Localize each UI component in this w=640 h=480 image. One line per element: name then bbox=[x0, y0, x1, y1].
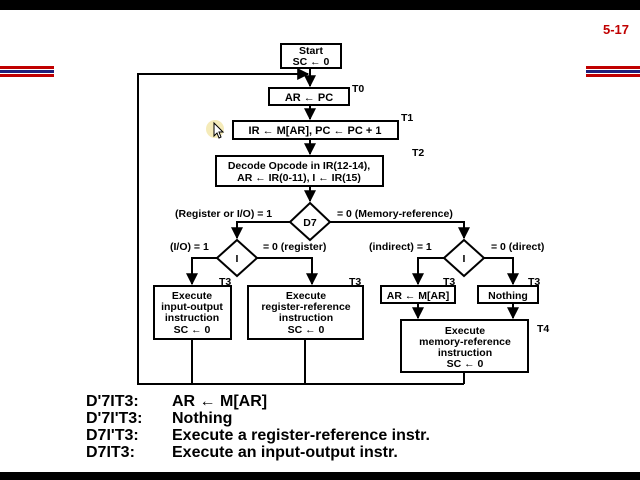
mem-box-line3: instruction bbox=[438, 347, 492, 359]
t0-box-text: AR ← PC bbox=[285, 92, 333, 104]
t1-box-text: IR ← M[AR], PC ← PC + 1 bbox=[249, 125, 382, 137]
mem-box-line2: memory-reference bbox=[419, 336, 511, 348]
i-right-left-label: (indirect) = 1 bbox=[369, 241, 432, 253]
left-stripe-navy bbox=[0, 70, 54, 73]
reg-box bbox=[247, 285, 364, 340]
i-left-left-label: (I/O) = 1 bbox=[170, 241, 209, 253]
t2-box bbox=[215, 155, 384, 187]
mem-box-line4: SC ← 0 bbox=[447, 358, 484, 370]
i-left-right-label: = 0 (register) bbox=[263, 241, 326, 253]
legend-action: Execute an input-output instr. bbox=[172, 444, 398, 461]
io-box-line3: instruction bbox=[165, 312, 219, 324]
t4-label: T4 bbox=[537, 323, 549, 335]
reg-box-line4: SC ← 0 bbox=[288, 324, 325, 336]
t1-label: T1 bbox=[401, 112, 413, 124]
t2-label: T2 bbox=[412, 147, 424, 159]
legend-condition: D7IT3: bbox=[86, 444, 135, 461]
legend-action: Nothing bbox=[172, 410, 233, 427]
top-bar bbox=[0, 0, 640, 10]
start-label: Start bbox=[299, 45, 323, 57]
d7-text: D7 bbox=[303, 217, 317, 229]
t1-box bbox=[232, 120, 399, 140]
t0-label: T0 bbox=[352, 83, 364, 95]
mouse-cursor-icon bbox=[206, 120, 225, 139]
page-number: 5-17 bbox=[603, 22, 630, 37]
i-right-text: I bbox=[463, 253, 466, 265]
start-sc: SC ← 0 bbox=[293, 56, 330, 68]
legend-action: AR ← M[AR] bbox=[172, 393, 268, 410]
t3-label-direct: T3 bbox=[528, 276, 540, 288]
i-left-text: I bbox=[236, 253, 239, 265]
d7-diamond bbox=[288, 201, 332, 242]
right-stripe-navy bbox=[586, 70, 640, 73]
io-box-line4: SC ← 0 bbox=[174, 324, 211, 336]
t3-label-io: T3 bbox=[219, 276, 231, 288]
io-box-line2: input-output bbox=[161, 301, 223, 313]
d7-right-branch-label: = 0 (Memory-reference) bbox=[337, 208, 453, 220]
bottom-bar bbox=[0, 472, 640, 480]
right-stripe-red-2 bbox=[586, 74, 640, 77]
i-right-right-label: = 0 (direct) bbox=[491, 241, 544, 253]
t2-box-line2: AR ← IR(0-11), I ← IR(15) bbox=[237, 172, 361, 184]
t2-box-line1: Decode Opcode in IR(12-14), bbox=[228, 160, 370, 172]
legend-condition: D7I'T3: bbox=[86, 427, 139, 444]
mem-box-line1: Execute bbox=[445, 325, 485, 337]
left-stripe-red-2 bbox=[0, 74, 54, 77]
nothing-box-text: Nothing bbox=[488, 290, 528, 302]
legend-condition: D'7I'T3: bbox=[86, 410, 143, 427]
legend-action: Execute a register-reference instr. bbox=[172, 427, 430, 444]
d7-left-branch-label: (Register or I/O) = 1 bbox=[175, 208, 272, 220]
i-left-diamond bbox=[215, 238, 259, 278]
left-stripe-red bbox=[0, 66, 54, 69]
nothing-box bbox=[477, 285, 539, 304]
indirect-box-text: AR ← M[AR] bbox=[387, 290, 449, 302]
i-right-diamond bbox=[442, 238, 486, 278]
start-box bbox=[280, 43, 342, 69]
legend-condition: D'7IT3: bbox=[86, 393, 139, 410]
t3-label-indirect: T3 bbox=[443, 276, 455, 288]
reg-box-line3: instruction bbox=[279, 312, 333, 324]
right-stripe-red bbox=[586, 66, 640, 69]
io-box-line1: Execute bbox=[172, 290, 212, 302]
reg-box-line1: Execute bbox=[286, 290, 326, 302]
t3-label-reg: T3 bbox=[349, 276, 361, 288]
reg-box-line2: register-reference bbox=[261, 301, 350, 313]
